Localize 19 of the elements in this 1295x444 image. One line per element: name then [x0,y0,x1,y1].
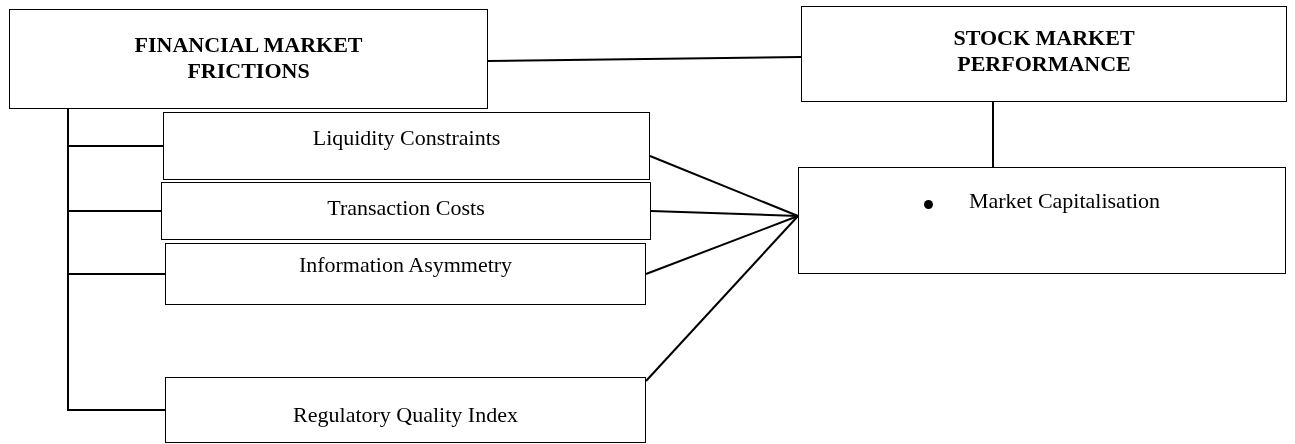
connector-line [992,101,994,168]
heading-text: STOCK MARKET PERFORMANCE [952,25,1136,77]
variable-label: Liquidity Constraints [312,125,501,151]
variable-label: Market Capitalisation [968,188,1161,214]
variable-label: Regulatory Quality Index [293,402,518,428]
variable-box [165,377,646,443]
variable-box [798,167,1286,274]
heading-box [801,6,1287,102]
connector-line [645,215,799,382]
connector-line [487,56,802,62]
variable-label: Transaction Costs [327,195,485,221]
variable-box [161,182,651,240]
connector-line [645,215,799,275]
heading-text: FINANCIAL MARKET FRICTIONS [133,32,364,84]
variable-box [165,243,646,305]
heading-box [9,9,488,109]
connector-line [649,155,799,217]
variable-box [163,112,650,180]
variable-label: Information Asymmetry [298,252,513,278]
